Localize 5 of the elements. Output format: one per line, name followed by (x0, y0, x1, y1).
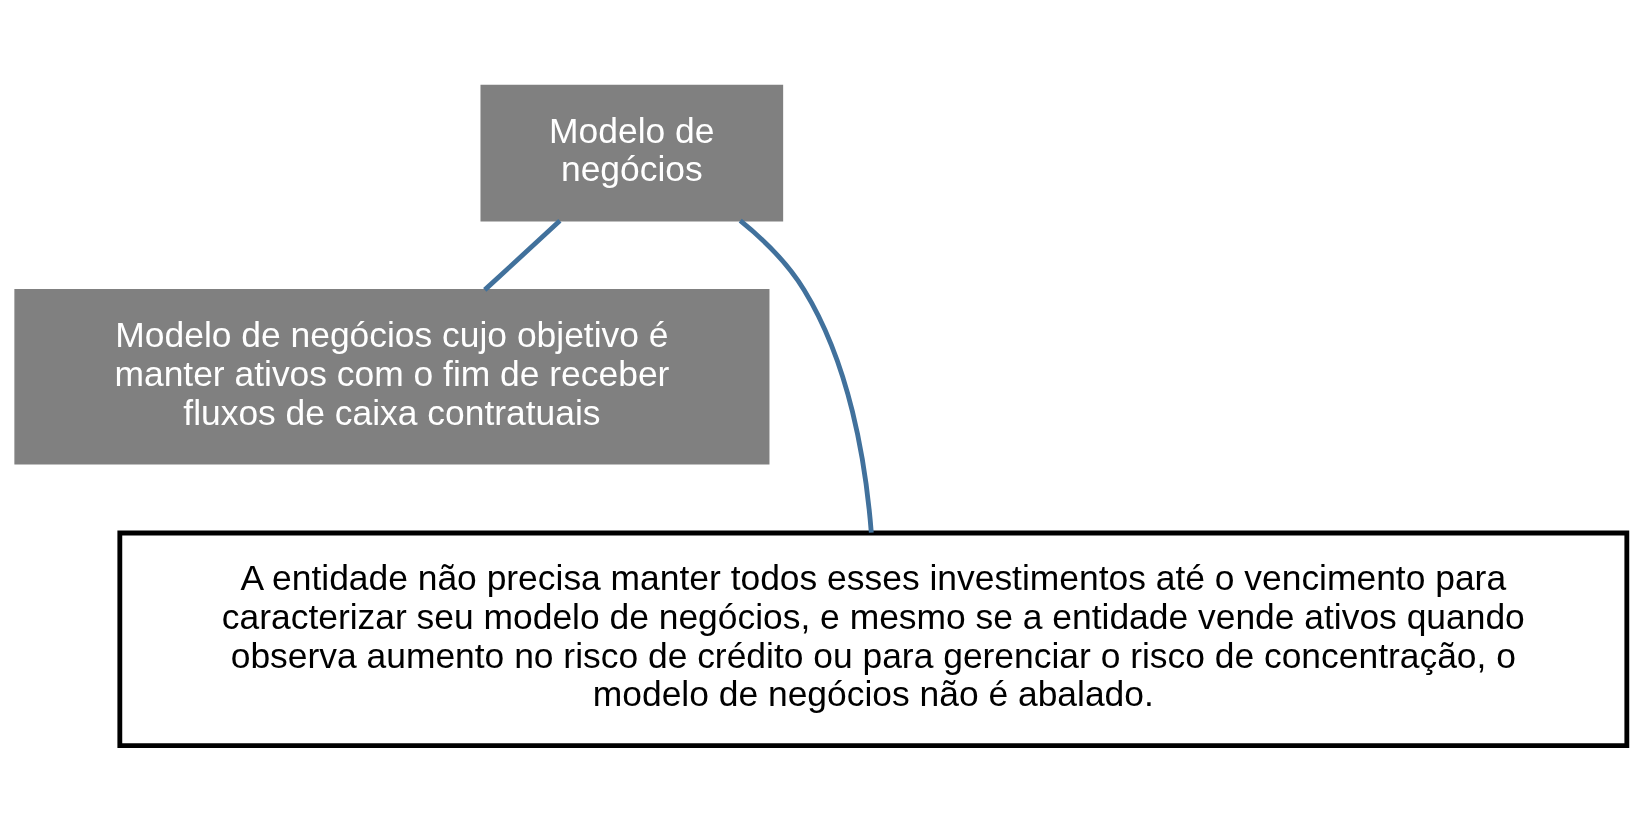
node-box: Modelo de negócios cujo objetivo é manter ativos com o fim de receber fluxos de caixa contratuais (14, 288, 770, 465)
node-box: Modelo de negócios (480, 84, 784, 221)
connector (483, 218, 562, 292)
node-box: A entidade não precisa manter todos esses investimentos até o vencimento para caracterizar seu modelo de negócios, e mesmo se a entidade vende ativos quando observa aumento no risco de crédito ou para gerenciar o risco de concentração, o modelo de negócios não é abalado. (117, 530, 1630, 748)
connector (738, 218, 874, 533)
